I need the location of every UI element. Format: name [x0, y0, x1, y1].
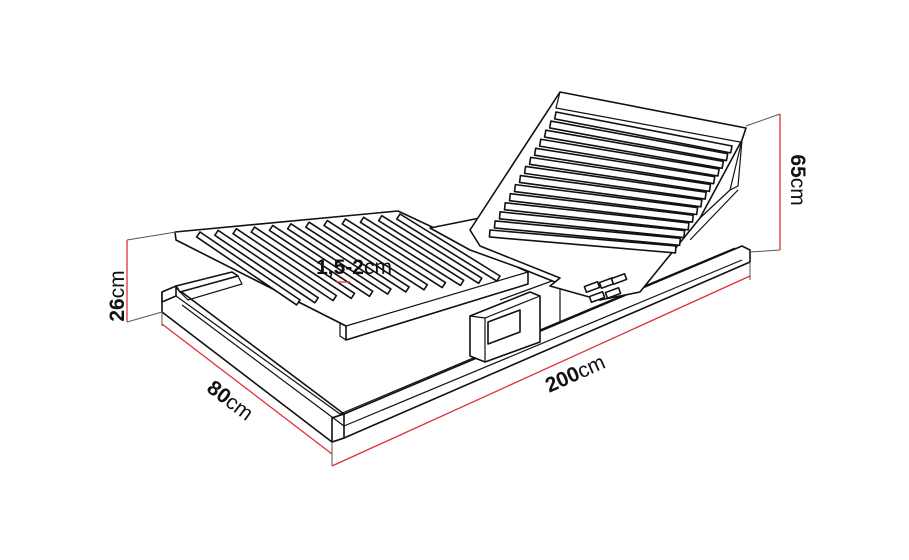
- hinge-blocks: [583, 272, 628, 304]
- foot-slat: [268, 224, 374, 298]
- length-label: 200cm: [542, 351, 609, 398]
- head-slat: [508, 192, 695, 223]
- raised-height-dimension: [745, 113, 781, 253]
- head-slat: [553, 111, 733, 154]
- height-label: 26cm: [106, 270, 129, 321]
- head-slat: [533, 147, 716, 185]
- motor-support: [469, 277, 561, 363]
- slat-thickness-label: 1,5-2cm: [316, 256, 392, 279]
- height-value: 26: [106, 298, 129, 321]
- foot-slat: [250, 226, 356, 300]
- base-frame: [161, 245, 751, 443]
- head-slat: [548, 120, 729, 162]
- raised-height-value: 65: [786, 154, 809, 178]
- head-slat: [498, 211, 686, 239]
- foot-slat: [286, 223, 392, 295]
- length-dimension: [331, 262, 751, 467]
- head-slat: [518, 174, 703, 208]
- foot-slat: [214, 229, 319, 304]
- head-slat: [488, 229, 677, 254]
- foot-slat: [305, 221, 410, 293]
- raised-height-label: 65cm: [786, 154, 809, 205]
- foot-slat: [341, 218, 447, 289]
- width-label: 80cm: [202, 376, 257, 425]
- foot-slat: [195, 231, 301, 306]
- head-slat: [538, 138, 720, 177]
- height-dimension: [126, 231, 177, 323]
- foot-slats: [195, 213, 501, 306]
- height-unit: cm: [106, 270, 129, 298]
- head-slat: [543, 129, 725, 170]
- width-dimension: [161, 312, 333, 466]
- slat-thickness-value: 1,5-2: [316, 256, 364, 279]
- head-slats: [488, 111, 733, 254]
- head-slat: [513, 183, 699, 216]
- head-slat: [528, 156, 712, 193]
- foot-slat: [396, 213, 501, 282]
- foot-slat: [232, 227, 338, 302]
- head-slat: [503, 201, 690, 231]
- foot-slat: [377, 214, 483, 285]
- head-slat: [493, 220, 682, 247]
- slat-thickness-unit: cm: [364, 256, 392, 279]
- raised-height-unit: cm: [786, 178, 809, 206]
- foot-slat: [359, 216, 465, 287]
- head-slat: [523, 165, 707, 200]
- foot-slat: [323, 219, 429, 291]
